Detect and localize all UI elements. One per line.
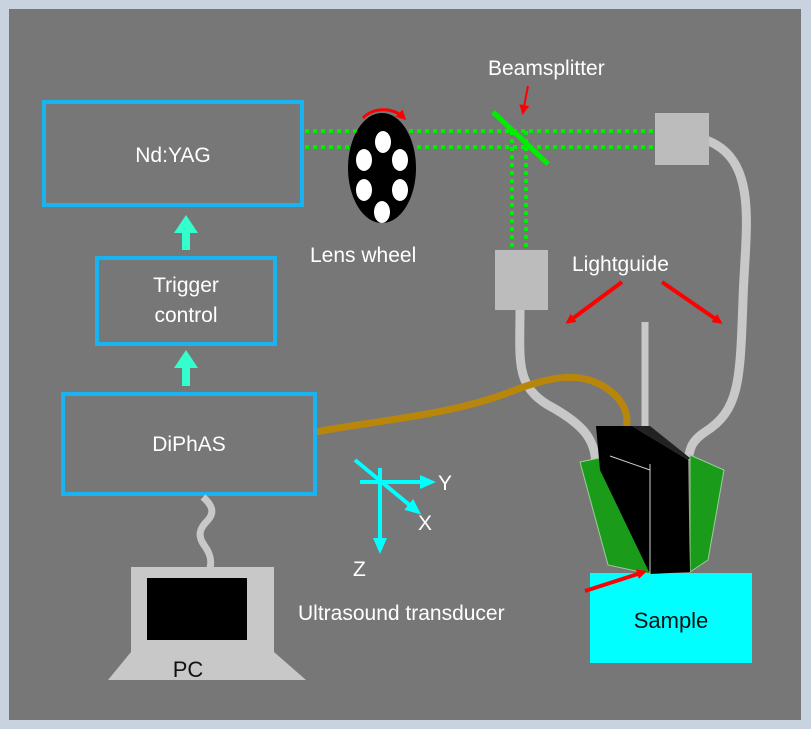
pc-cable [196,494,216,569]
lightguide-arrow-left [565,280,624,324]
lens-wheel-rotation-arrow [361,108,407,121]
lightguide-left [515,309,601,466]
lens-wheel-label: Lens wheel [310,244,416,267]
diphas-box [61,392,317,496]
axis-z-label: Z [353,558,366,581]
transducer-pointer-arrow [584,569,647,593]
ndyag-label: Nd:YAG [135,144,210,167]
sample-box [590,573,752,663]
coordinate-axes [353,458,436,554]
pc-label: PC [173,657,204,682]
trigger-arrow-lower [174,350,198,386]
ndyag-box [42,100,304,207]
axis-x-label: X [418,512,432,535]
diphas-label: DiPhAS [152,433,226,456]
beamsplitter-pointer [519,85,530,115]
trigger-label-line2: control [154,304,217,327]
beamsplitter-mirror [491,110,550,166]
trigger-label-line1: Trigger [153,274,219,297]
lightguide-label: Lightguide [572,253,669,276]
ultrasound-transducer-label: Ultrasound transducer [298,602,505,625]
coupler-lower-left [495,250,548,310]
sample-label: Sample [634,608,709,633]
beamsplitter-label: Beamsplitter [488,57,605,80]
trigger-control-box [95,256,277,346]
trigger-arrow-upper [174,215,198,250]
coupler-top-right [655,113,709,165]
ultrasound-transducer [579,426,725,575]
lens-wheel [348,113,416,223]
lightguide-right [683,135,751,461]
axis-y-label: Y [438,472,452,495]
diphas-cable [314,373,631,436]
lightguide-arrow-right [660,280,723,324]
pc-computer [108,567,306,680]
